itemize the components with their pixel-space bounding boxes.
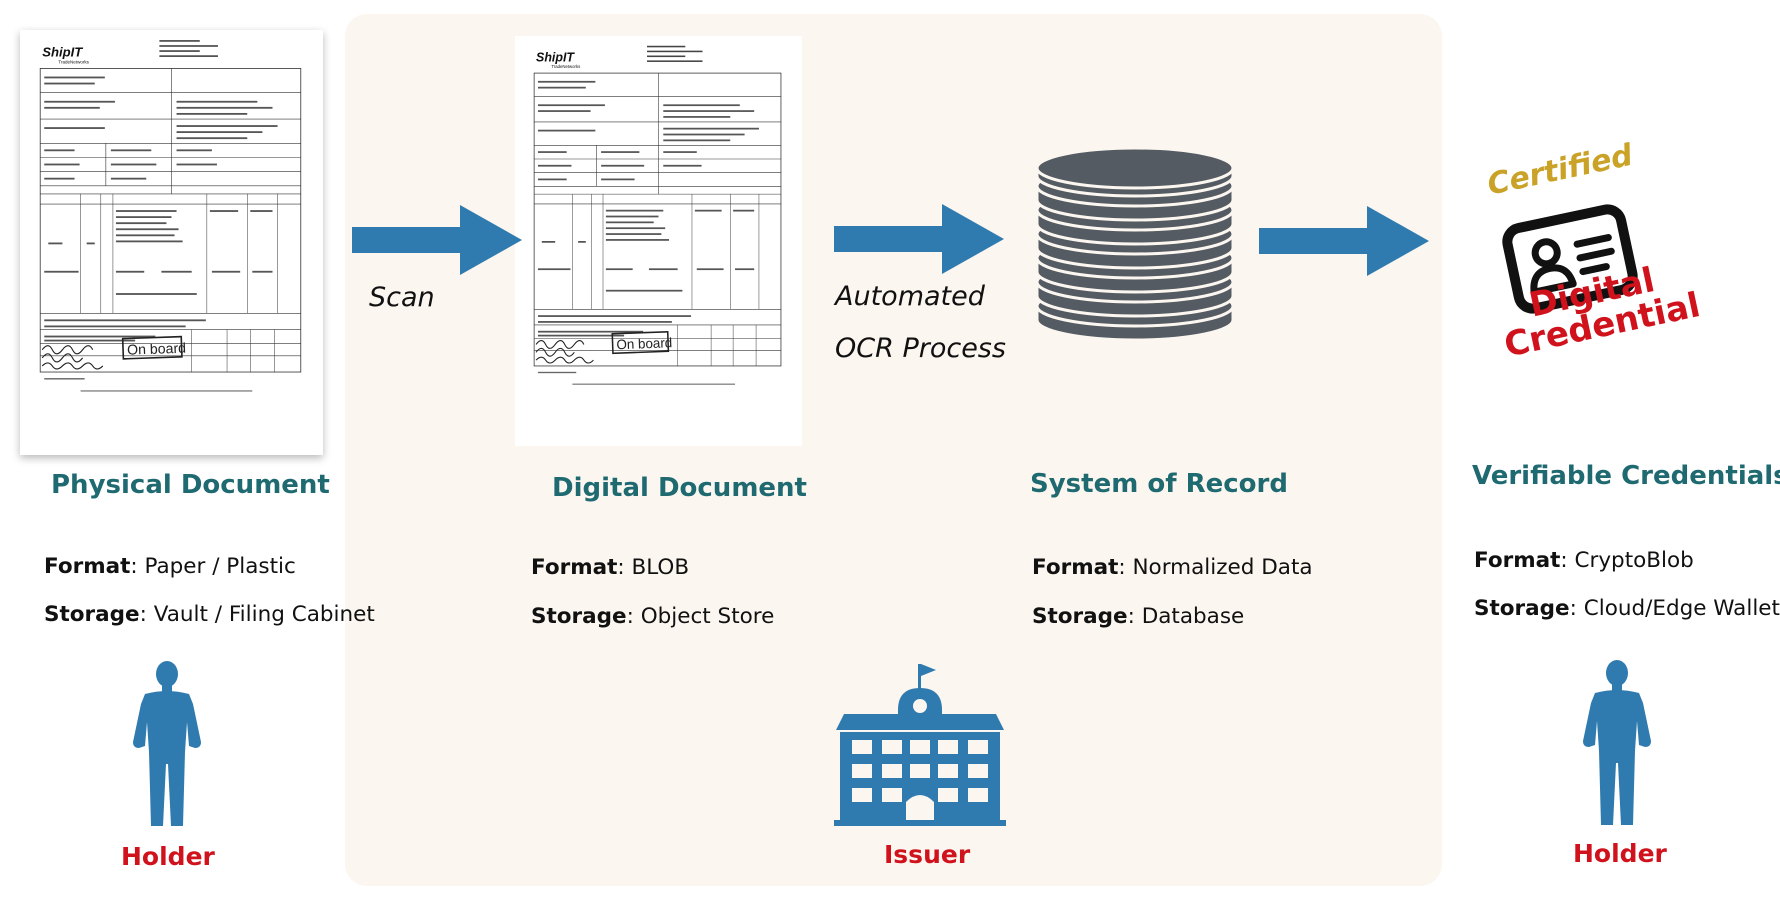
record-format: Format: Normalized Data xyxy=(1032,555,1313,580)
shipit-brand: ShipIT xyxy=(42,44,83,59)
scan-label: Scan xyxy=(369,282,435,313)
physical-document-title: Physical Document xyxy=(51,470,330,500)
credential-format: Format: CryptoBlob xyxy=(1474,548,1694,573)
holder-right-label: Holder xyxy=(1573,839,1667,868)
verifiable-credentials-title: Verifiable Credentials xyxy=(1472,461,1780,491)
physical-storage: Storage: Vault / Filing Cabinet xyxy=(44,602,375,627)
database-stack-icon xyxy=(1035,146,1235,342)
issuer-label: Issuer xyxy=(884,840,971,869)
record-storage: Storage: Database xyxy=(1032,604,1245,629)
shipit-brand-sub: TradeNetworks xyxy=(551,64,580,69)
on-board-stamp: On board xyxy=(616,335,672,352)
arrow-icon xyxy=(352,205,522,275)
school-building-icon xyxy=(834,664,1006,826)
arrow-icon xyxy=(834,204,1004,274)
on-board-stamp: On board xyxy=(127,340,186,358)
digital-document-title: Digital Document xyxy=(552,473,807,503)
physical-format: Format: Paper / Plastic xyxy=(44,554,296,579)
certified-digital-credential-badge: Certified Digital Credential xyxy=(1478,138,1708,378)
ocr-label-line2: OCR Process xyxy=(835,333,1006,364)
digital-format: Format: BLOB xyxy=(531,555,690,580)
digital-storage: Storage: Object Store xyxy=(531,604,775,629)
shipit-brand-sub: TradeNetworks xyxy=(58,59,89,64)
person-silhouette-icon xyxy=(133,661,201,826)
shipit-brand: ShipIT xyxy=(536,50,575,64)
person-silhouette-icon xyxy=(1583,660,1651,825)
holder-left-label: Holder xyxy=(121,842,215,871)
system-of-record-title: System of Record xyxy=(1030,469,1288,499)
ocr-label-line1: Automated xyxy=(835,281,985,312)
certified-word: Certified xyxy=(1484,137,1636,203)
credential-storage: Storage: Cloud/Edge Wallets xyxy=(1474,596,1780,621)
arrow-icon xyxy=(1259,206,1429,276)
id-card-icon xyxy=(1502,204,1638,314)
